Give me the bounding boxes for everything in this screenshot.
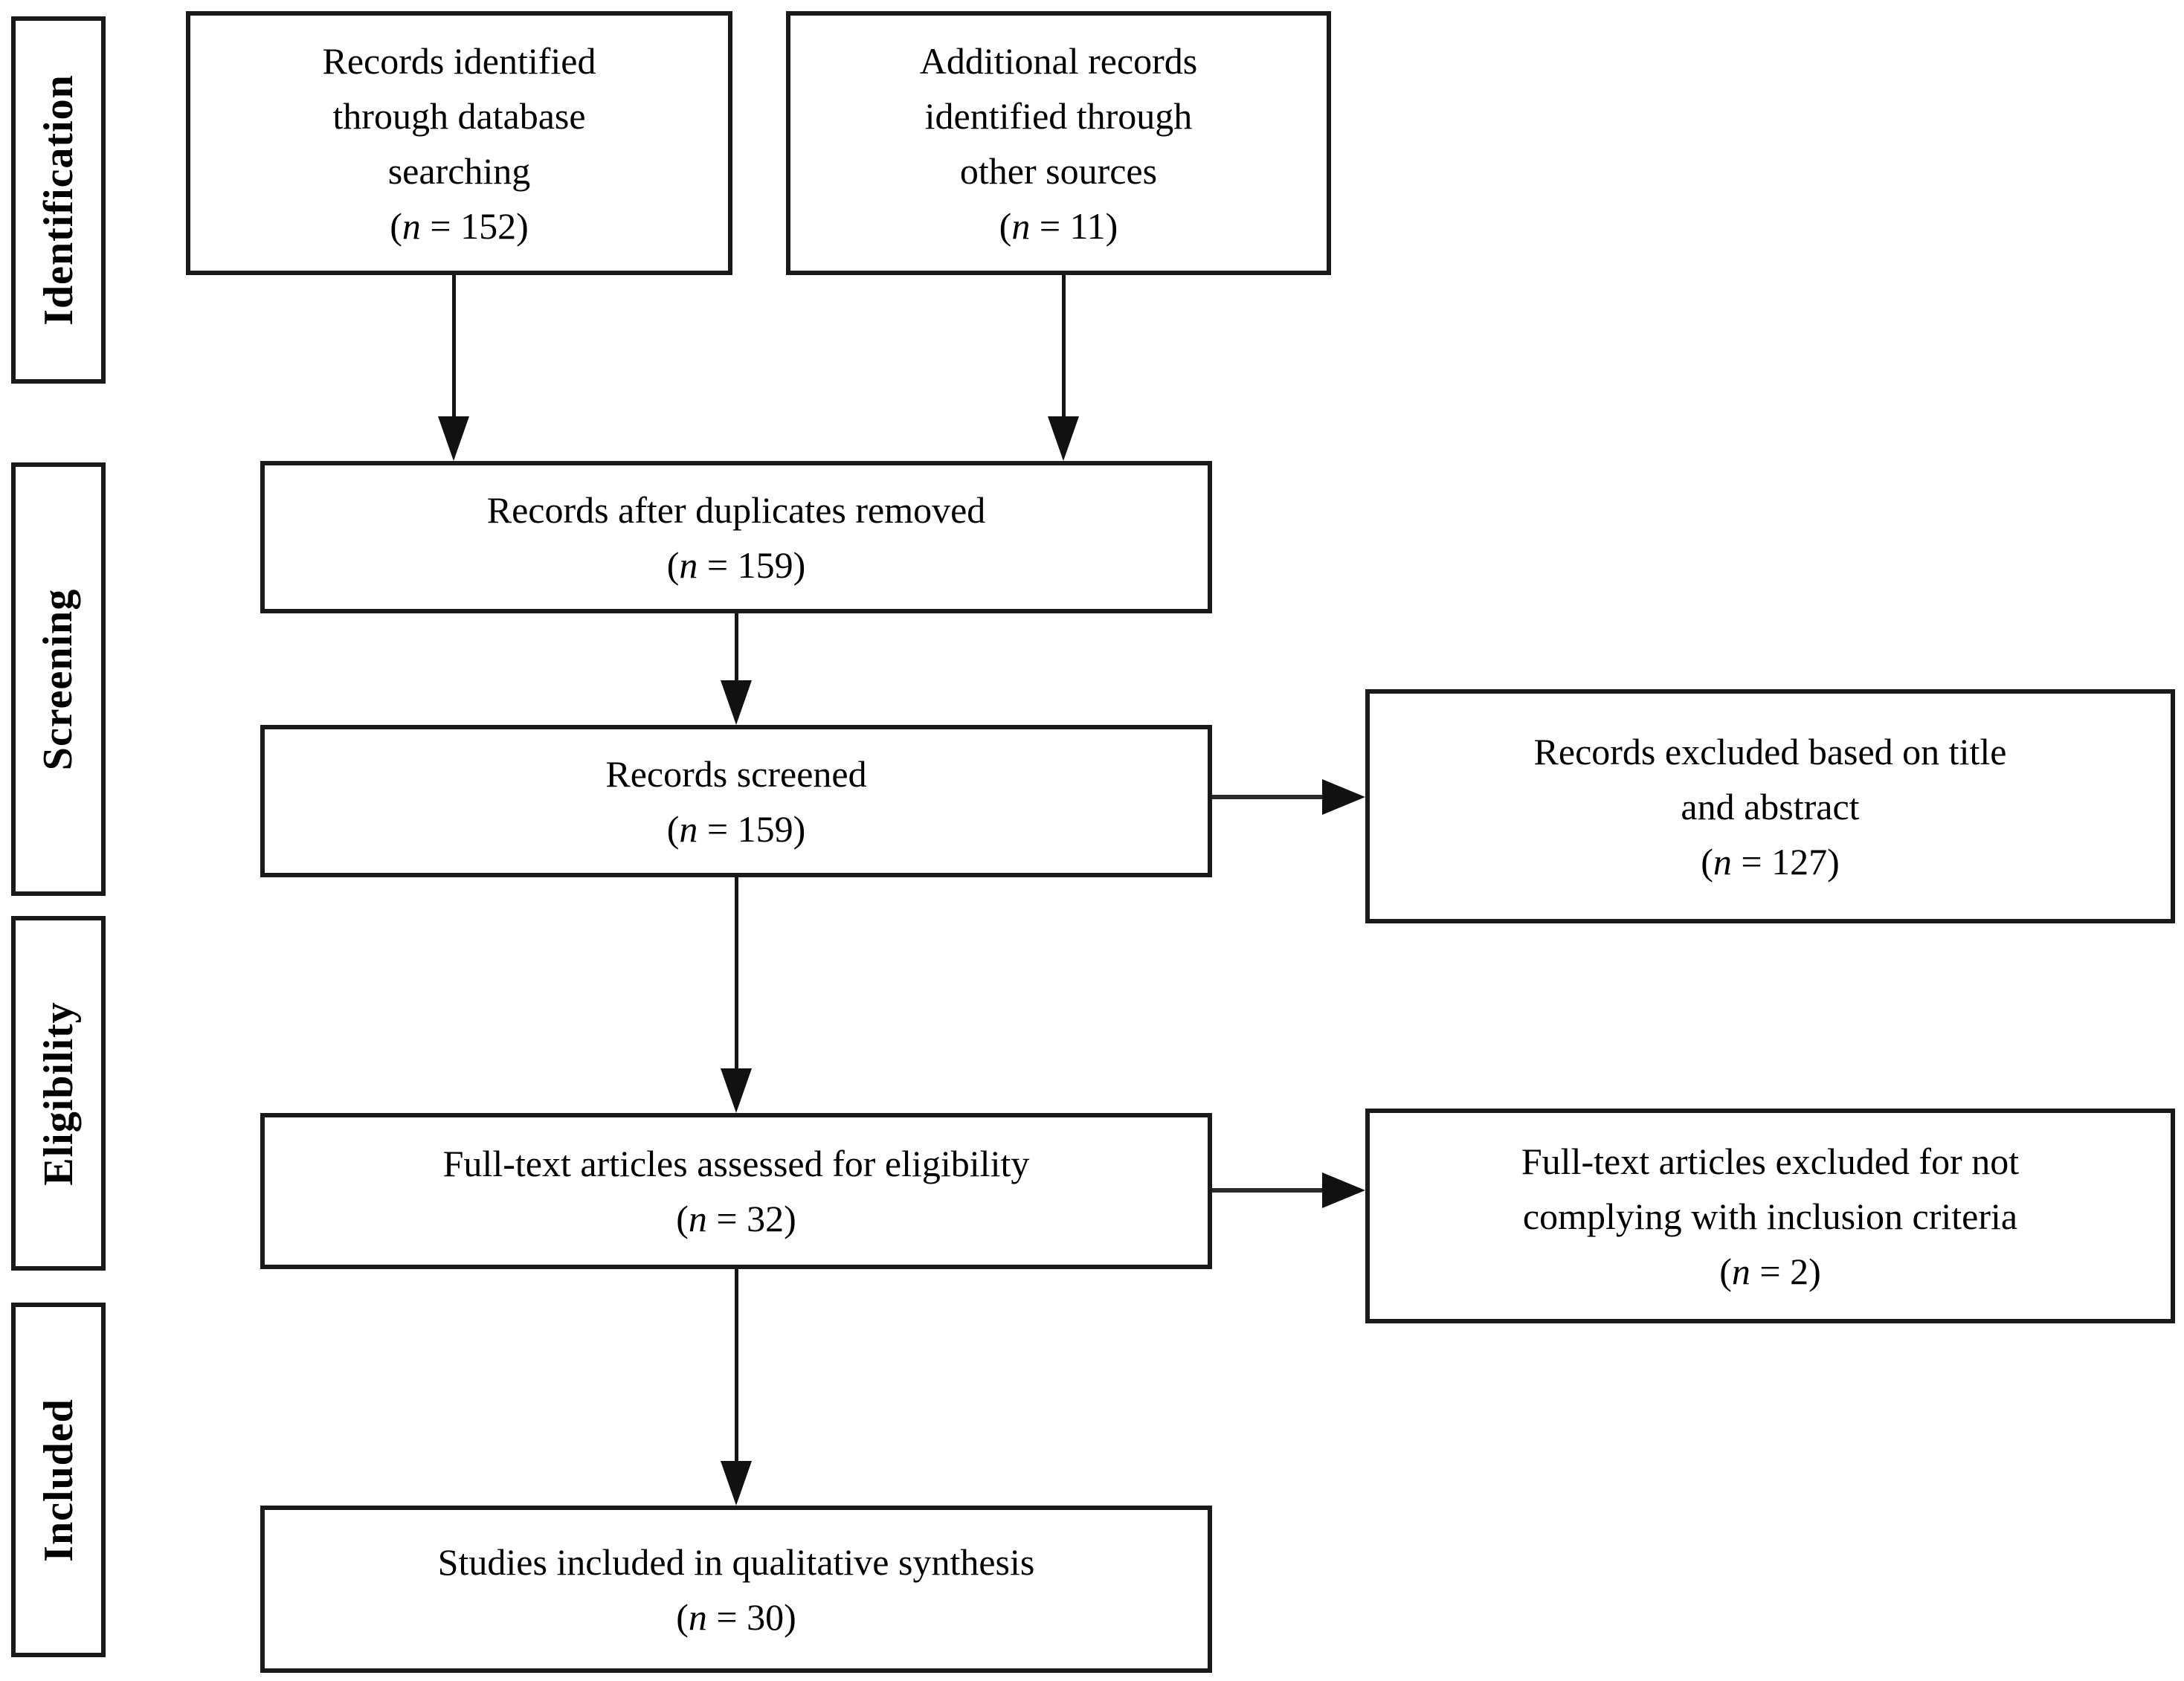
arrowhead-down (438, 416, 469, 461)
node-label: Records screened (605, 752, 867, 795)
node-label: Full-text articles excluded for not comp… (1521, 1140, 2020, 1237)
node-label: Records identified through database sear… (322, 39, 596, 192)
count-n-variable: n (1713, 840, 1732, 883)
arrowhead-down (721, 1461, 752, 1506)
count-n-variable: n (688, 1596, 707, 1638)
count-open: ( (666, 543, 680, 586)
arrow-stem (735, 1269, 738, 1462)
count-open: ( (666, 807, 680, 850)
count-n-variable: n (679, 807, 698, 850)
node-count: (n = 159) (667, 801, 806, 856)
phase-label-screening: Screening (35, 588, 82, 770)
count-value: = 127) (1731, 840, 1840, 883)
node-count: (n = 30) (676, 1590, 796, 1645)
count-value: = 32) (706, 1198, 796, 1239)
count-value: = 159) (698, 543, 806, 586)
arrow-stem (1062, 275, 1066, 418)
node-fulltext-assessed-eligibility: Full-text articles assessed for eligibil… (260, 1113, 1212, 1269)
phase-box-identification: Identification (11, 16, 106, 384)
node-records-screened: Records screened (n = 159) (260, 725, 1212, 877)
phase-box-screening: Screening (11, 462, 106, 896)
count-value: = 152) (420, 204, 529, 247)
arrowhead-right (1322, 1172, 1365, 1208)
count-open: ( (999, 204, 1012, 247)
count-open: ( (676, 1596, 689, 1638)
count-value: = 159) (698, 807, 806, 850)
count-value: = 11) (1030, 204, 1118, 247)
count-value: = 30) (706, 1596, 796, 1638)
count-open: ( (1701, 840, 1713, 883)
arrow-stem (452, 275, 456, 418)
node-additional-records-other-sources: Additional records identified through ot… (786, 11, 1331, 275)
count-value: = 2) (1750, 1250, 1821, 1292)
arrow-stem (1212, 1188, 1324, 1193)
count-n-variable: n (688, 1198, 707, 1239)
node-label: Records excluded based on title and abst… (1533, 730, 2007, 827)
arrowhead-right (1322, 779, 1365, 815)
count-n-variable: n (1731, 1250, 1750, 1292)
node-count: (n = 32) (676, 1191, 796, 1246)
arrowhead-down (721, 1068, 752, 1113)
node-records-after-duplicates-removed: Records after duplicates removed (n = 15… (260, 461, 1212, 613)
phase-box-eligibility: Eligibility (11, 916, 106, 1271)
node-label: Additional records identified through ot… (919, 39, 1198, 192)
count-n-variable: n (679, 543, 698, 586)
phase-label-identification: Identification (35, 74, 82, 326)
count-n-variable: n (402, 204, 421, 247)
node-count: (n = 152) (390, 199, 529, 254)
node-studies-included-qualitative-synthesis: Studies included in qualitative synthesi… (260, 1506, 1212, 1673)
node-records-identified-database: Records identified through database sear… (186, 11, 732, 275)
arrow-stem (735, 877, 738, 1070)
phase-label-eligibility: Eligibility (35, 1001, 82, 1186)
node-label: Full-text articles assessed for eligibil… (442, 1143, 1030, 1184)
node-label: Studies included in qualitative synthesi… (437, 1540, 1035, 1583)
node-count: (n = 2) (1719, 1244, 1821, 1299)
node-label: Records after duplicates removed (486, 488, 986, 531)
node-count: (n = 11) (999, 199, 1118, 254)
node-records-excluded-title-abstract: Records excluded based on title and abst… (1365, 689, 2175, 923)
arrow-stem (1212, 795, 1324, 799)
count-open: ( (676, 1198, 689, 1239)
count-open: ( (1719, 1250, 1732, 1292)
arrowhead-down (1048, 416, 1079, 461)
node-count: (n = 127) (1701, 834, 1840, 889)
count-n-variable: n (1011, 204, 1031, 247)
phase-box-included: Included (11, 1303, 106, 1657)
count-open: ( (390, 204, 402, 247)
arrowhead-down (721, 680, 752, 725)
node-fulltext-excluded-inclusion-criteria: Full-text articles excluded for not comp… (1365, 1109, 2175, 1323)
phase-label-included: Included (35, 1398, 82, 1562)
arrow-stem (735, 613, 738, 682)
node-count: (n = 159) (667, 538, 806, 593)
